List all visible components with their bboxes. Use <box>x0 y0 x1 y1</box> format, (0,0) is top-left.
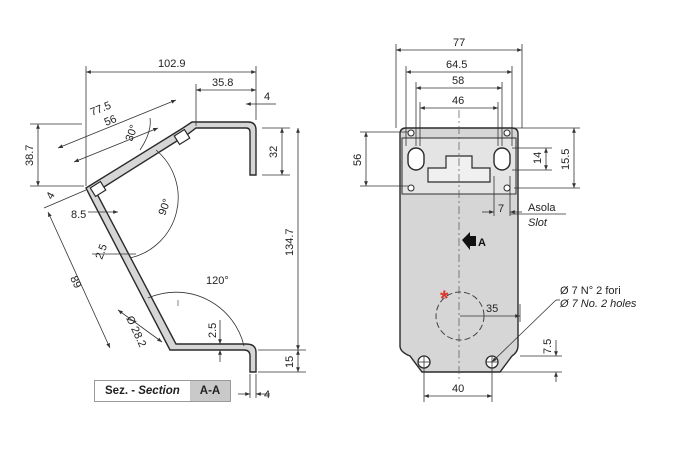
holes-label-en: Ø 7 No. 2 holes <box>559 298 637 310</box>
dim-35-8: 35.8 <box>212 77 233 89</box>
dim-30-deg: 30° <box>124 123 141 143</box>
section-caption-tag: A-A <box>189 381 231 401</box>
dim-7-5: 7.5 <box>542 339 554 354</box>
top-hole-left <box>407 129 415 137</box>
caption-main-text: Sez. - <box>105 385 139 397</box>
dim-15-5: 15.5 <box>560 149 572 170</box>
lug-upper <box>173 128 191 146</box>
mid-hole-left <box>407 184 415 192</box>
dim-7: 7 <box>498 203 504 215</box>
dim-46: 46 <box>452 95 464 107</box>
section-caption-label: Sez. - Section <box>95 381 190 401</box>
dim-90-deg: 90° <box>157 197 174 217</box>
section-marker: A <box>478 237 486 249</box>
slot-label-it: Asola <box>528 202 556 214</box>
slot-left <box>407 147 425 171</box>
dim-2-5-lower: 2.5 <box>207 323 219 338</box>
caption-main-italic: Section <box>138 385 180 397</box>
side-view: 102.9 35.8 4 77.5 56 30° 38.7 4 8.5 90° <box>24 58 306 401</box>
dim-35: 35 <box>486 303 498 315</box>
dim-120-deg: 120° <box>206 275 229 287</box>
dim-56: 56 <box>103 113 119 129</box>
dim-32: 32 <box>268 146 280 158</box>
top-hole-right <box>503 129 511 137</box>
dim-40: 40 <box>452 383 464 395</box>
dim-2-5-upper: 2.5 <box>94 243 111 261</box>
bracket-profile <box>85 121 257 373</box>
dim-56-front: 56 <box>352 154 364 166</box>
dim-4-left: 4 <box>44 190 57 201</box>
dim-4-top: 4 <box>264 91 270 103</box>
dim-58: 58 <box>452 75 464 87</box>
dim-134-7: 134.7 <box>284 228 296 256</box>
dim-38-7: 38.7 <box>24 145 36 166</box>
slot-right <box>493 147 511 171</box>
mid-hole-right <box>503 184 511 192</box>
dim-8-5: 8.5 <box>71 209 86 221</box>
holes-label-it: Ø 7 N° 2 fori <box>560 285 621 297</box>
dim-15: 15 <box>284 356 296 368</box>
dim-77: 77 <box>453 37 465 49</box>
dim-89: 89 <box>67 274 83 290</box>
dim-28-2: Ø 28.2 <box>123 314 148 349</box>
dim-102-9: 102.9 <box>158 58 186 70</box>
dim-14: 14 <box>532 152 544 164</box>
asterisk-marker: * <box>440 286 449 311</box>
section-caption: Sez. - Section A-A <box>94 380 232 402</box>
front-view: * A 77 64.5 58 46 56 14 <box>352 37 637 402</box>
lug-lower <box>89 180 107 198</box>
dim-4-bottom: 4 <box>264 389 270 401</box>
section-arrow-icon <box>462 232 476 250</box>
slot-label-en: Slot <box>528 217 548 229</box>
dim-64-5: 64.5 <box>446 59 467 71</box>
